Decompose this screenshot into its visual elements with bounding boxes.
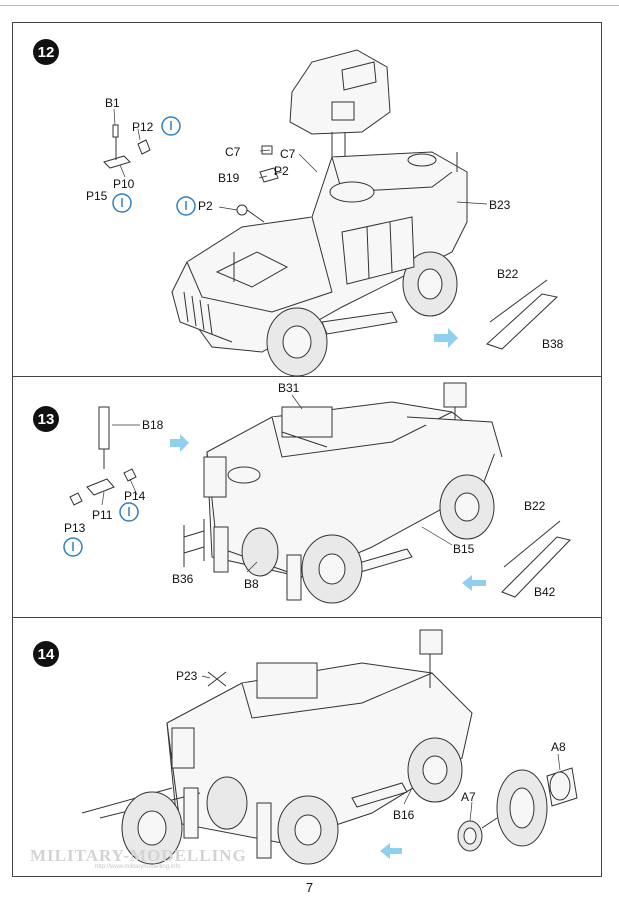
part-label-b8: B8 — [244, 577, 259, 591]
part-label-b15: B15 — [453, 542, 475, 556]
part-label-p13: P13 — [64, 521, 86, 535]
part-label-a7: A7 — [461, 790, 476, 804]
leader-lines — [101, 394, 453, 573]
step-number: 13 — [38, 411, 55, 428]
ladder-part — [183, 519, 205, 567]
step-number-badge: 13 — [33, 406, 59, 432]
page-number: 7 — [305, 880, 314, 895]
mirror-subassembly — [103, 124, 151, 169]
wheel — [241, 474, 495, 604]
leader-lines — [201, 675, 561, 822]
vehicle-drawing — [171, 49, 468, 376]
spare-wheel — [121, 791, 183, 865]
watermark-logo: MILITARY-MODELLING — [30, 846, 247, 865]
part-label-b22: B22 — [524, 499, 546, 513]
rear-step-part — [501, 520, 571, 598]
glue-icon — [161, 116, 181, 136]
part-label-a8: A8 — [551, 740, 566, 754]
part-label-p14: P14 — [124, 489, 146, 503]
part-label-p12: P12 — [132, 120, 154, 134]
part-label-b18: B18 — [142, 418, 164, 432]
step-divider — [12, 617, 602, 618]
antenna-cross-part — [207, 671, 227, 687]
part-label-b23: B23 — [489, 198, 511, 212]
part-label-p11: P11 — [92, 508, 113, 522]
part-label-b1: B1 — [105, 96, 120, 110]
part-label-p15: P15 — [86, 189, 108, 203]
part-label-p10: P10 — [113, 177, 135, 191]
page-top-rule — [0, 5, 619, 6]
vehicle-drawing — [81, 629, 473, 865]
step-12-panel: 12 — [33, 39, 564, 376]
part-label-b36: B36 — [172, 572, 194, 586]
part-label-b16: B16 — [393, 808, 415, 822]
part-label-c7: C7 — [280, 147, 296, 161]
step-divider — [12, 376, 602, 377]
light-subassembly — [69, 406, 137, 506]
part-label-p2: P2 — [198, 199, 213, 213]
vehicle-drawing — [203, 382, 503, 604]
headlight-subassembly — [236, 145, 279, 223]
part-label-b22: B22 — [497, 267, 519, 281]
assembly-arrow — [380, 843, 402, 859]
step-number-badge: 12 — [33, 39, 59, 65]
rear-step-part — [486, 279, 559, 350]
wheel — [206, 737, 463, 865]
assembly-arrow — [434, 328, 458, 348]
assembly-arrow — [170, 434, 189, 452]
step-number: 14 — [38, 646, 55, 663]
part-label-b38: B38 — [542, 337, 564, 351]
glue-icon — [63, 537, 83, 557]
wheel — [266, 251, 458, 376]
assembly-arrow — [462, 575, 486, 591]
part-label-p23: P23 — [176, 669, 198, 683]
step-14-panel: 14 — [33, 629, 578, 865]
wheel-parts — [457, 767, 578, 852]
step-number-badge: 14 — [33, 641, 59, 667]
glue-icon — [176, 196, 196, 216]
step-number: 12 — [38, 44, 55, 61]
part-label-b19: B19 — [218, 171, 240, 185]
instruction-frame — [12, 22, 602, 877]
part-label-b31: B31 — [278, 381, 300, 395]
glue-icon — [119, 502, 139, 522]
part-label-p2: P2 — [274, 164, 289, 178]
step-13-panel: 13 — [33, 381, 571, 604]
part-label-b42: B42 — [534, 585, 556, 599]
leader-lines — [113, 108, 488, 211]
glue-icon — [112, 193, 132, 213]
part-label-c7: C7 — [225, 145, 241, 159]
watermark-url: http://www.militarymodelling.info — [95, 864, 181, 870]
